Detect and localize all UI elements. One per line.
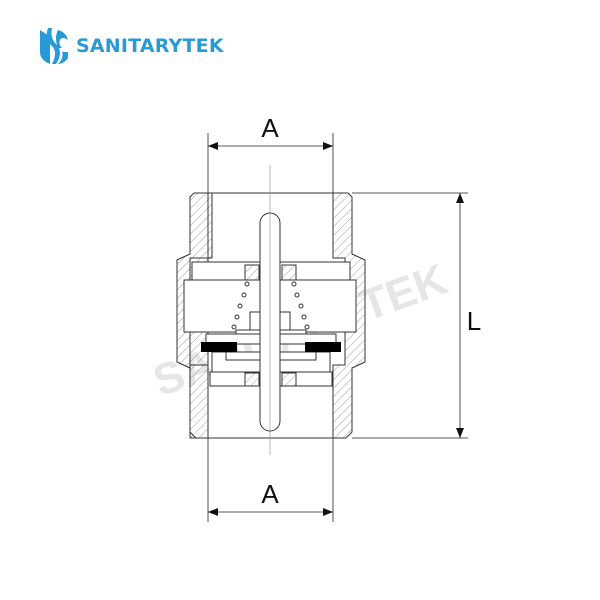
body-wall-left-lower	[189, 364, 209, 439]
seal-right	[305, 342, 341, 352]
body-wall-left-inner	[207, 192, 213, 259]
spring	[231, 281, 310, 330]
dimension-label-length: L	[467, 306, 481, 336]
brand-name: SANITARYTEK	[76, 35, 224, 57]
logo-mark-icon	[40, 28, 68, 64]
dimension-label-top: A	[261, 113, 279, 143]
seal-left	[201, 342, 237, 352]
brand-logo: SANITARYTEK	[38, 26, 224, 66]
dimension-label-bottom: A	[261, 479, 279, 509]
